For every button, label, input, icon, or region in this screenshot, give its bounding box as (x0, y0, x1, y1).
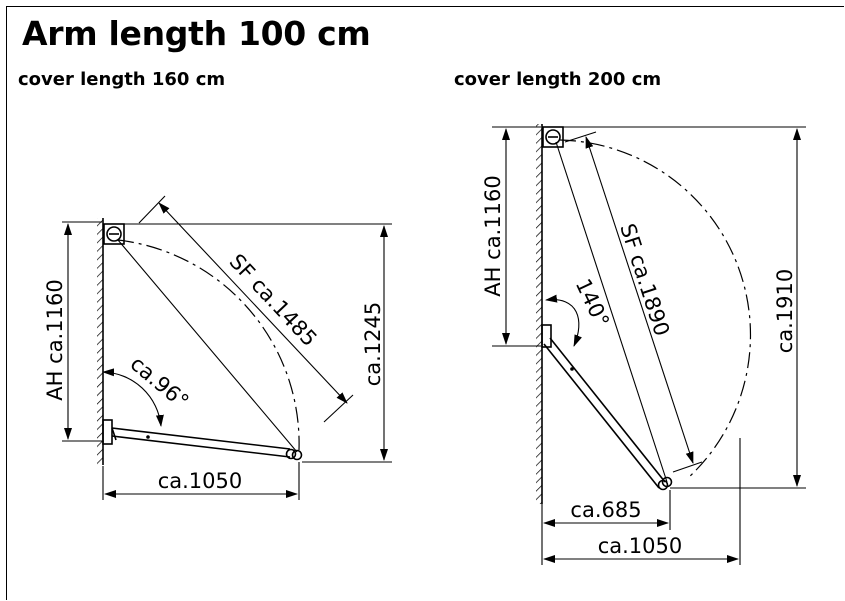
left-subtitle: cover length 160 cm (18, 69, 226, 90)
left-height-label: ca.1245 (361, 302, 385, 387)
right-sf-label: SF ca.1890 (615, 221, 674, 339)
left-arm (111, 427, 303, 461)
right-subtitle: cover length 200 cm (454, 69, 662, 90)
right-cassette (542, 126, 564, 148)
left-width-label: ca.1050 (158, 469, 243, 493)
left-ah-label: AH ca.1160 (43, 279, 67, 400)
left-cover-line (117, 239, 298, 453)
left-angle-arc (102, 368, 164, 427)
right-height-label: ca.1910 (773, 269, 797, 354)
right-width-short-label: ca.685 (570, 498, 641, 522)
right-ah-label: AH ca.1160 (481, 175, 505, 296)
left-diagram: AH ca.1160 ca.1245 SF ca.1485 ca.96° ca.… (43, 195, 392, 500)
left-sf-label: SF ca.1485 (225, 249, 322, 351)
right-sf-dimension (585, 136, 694, 464)
left-sf-dimension (158, 202, 348, 404)
page-title: Arm length 100 cm (22, 14, 371, 53)
left-wall (97, 218, 104, 465)
right-angle-arc (545, 294, 582, 347)
right-diagram: AH ca.1160 ca.1910 SF ca.1890 140° ca.68… (481, 124, 806, 565)
drawing-frame (6, 6, 844, 600)
right-wall (536, 124, 543, 504)
right-arm-base (541, 324, 552, 348)
left-arm-base (102, 419, 117, 445)
right-angle-label: 140° (571, 275, 614, 331)
left-cassette (103, 223, 125, 245)
right-width-label: ca.1050 (598, 534, 683, 558)
right-arm (543, 337, 673, 491)
